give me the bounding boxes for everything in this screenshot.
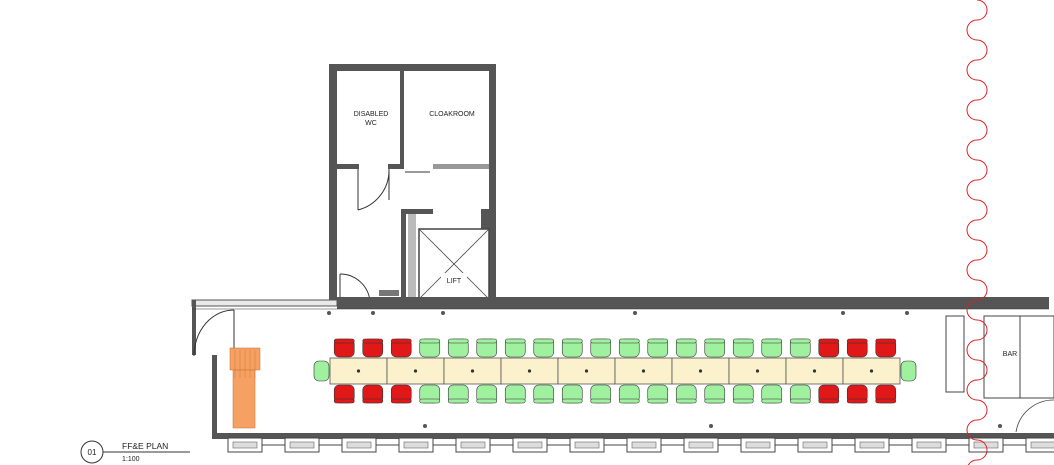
table — [329, 357, 388, 385]
chair — [504, 384, 526, 404]
chair — [618, 338, 640, 358]
core-walls — [329, 64, 496, 304]
chair — [504, 338, 526, 358]
chair — [618, 384, 640, 404]
wall-fixings — [327, 311, 1002, 428]
chair — [875, 338, 897, 358]
window-unit — [398, 437, 456, 453]
chair — [846, 338, 868, 358]
room-label-cloakroom: CLOAKROOM — [429, 111, 475, 118]
title-block-number: 01 — [88, 448, 97, 457]
banquet-seating — [313, 338, 917, 404]
bar-area — [945, 315, 1054, 433]
chair — [590, 338, 612, 358]
chair — [875, 384, 897, 404]
room-label-disabled-wc-2: WC — [365, 120, 377, 127]
window-unit — [1025, 437, 1054, 453]
chair — [647, 338, 669, 358]
chair — [561, 338, 583, 358]
table — [557, 357, 616, 385]
table — [443, 357, 502, 385]
entrance-door — [193, 309, 235, 357]
orange-feature — [229, 347, 261, 429]
room-label-lift: LIFT — [447, 278, 462, 285]
title-block-title: FF&E PLAN — [122, 441, 168, 451]
window-row — [227, 437, 1054, 453]
table — [500, 357, 559, 385]
window-unit — [797, 437, 855, 453]
chair — [533, 384, 555, 404]
chair — [333, 338, 355, 358]
window-unit — [569, 437, 627, 453]
wc-door — [357, 169, 390, 211]
chair — [761, 338, 783, 358]
window-unit — [626, 437, 684, 453]
window-unit — [683, 437, 741, 453]
table — [614, 357, 673, 385]
room-label-disabled-wc-1: DISABLED — [354, 111, 389, 118]
chair — [533, 338, 555, 358]
table — [728, 357, 787, 385]
window-unit — [455, 437, 513, 453]
chair — [761, 384, 783, 404]
end-chair-left — [313, 360, 330, 382]
title-block — [80, 440, 190, 464]
chair — [818, 384, 840, 404]
end-chair-right — [900, 360, 917, 382]
title-block-scale: 1:100 — [122, 456, 140, 463]
window-unit — [740, 437, 798, 453]
chair — [447, 338, 469, 358]
room-label-bar: BAR — [1003, 351, 1017, 358]
chair — [704, 384, 726, 404]
chair — [590, 384, 612, 404]
chair — [732, 338, 754, 358]
table — [842, 357, 901, 385]
chair — [476, 384, 498, 404]
table — [671, 357, 730, 385]
chair — [818, 338, 840, 358]
chair — [333, 384, 355, 404]
window-unit — [284, 437, 342, 453]
chair — [732, 384, 754, 404]
chair — [362, 338, 384, 358]
table — [785, 357, 844, 385]
window-unit — [911, 437, 969, 453]
chair — [476, 338, 498, 358]
revision-cloud — [966, 0, 988, 465]
window-unit — [227, 437, 285, 453]
chair — [789, 338, 811, 358]
hall-walls — [191, 297, 1054, 439]
chair — [447, 384, 469, 404]
chair — [362, 384, 384, 404]
chair — [390, 338, 412, 358]
table — [386, 357, 445, 385]
chair — [561, 384, 583, 404]
chair — [789, 384, 811, 404]
window-unit — [512, 437, 570, 453]
window-unit — [854, 437, 912, 453]
chair — [675, 338, 697, 358]
chair — [419, 338, 441, 358]
chair — [390, 384, 412, 404]
chair — [419, 384, 441, 404]
lift-shaft — [418, 228, 490, 300]
chair — [647, 384, 669, 404]
chair — [846, 384, 868, 404]
chair — [675, 384, 697, 404]
window-unit — [341, 437, 399, 453]
chair — [704, 338, 726, 358]
